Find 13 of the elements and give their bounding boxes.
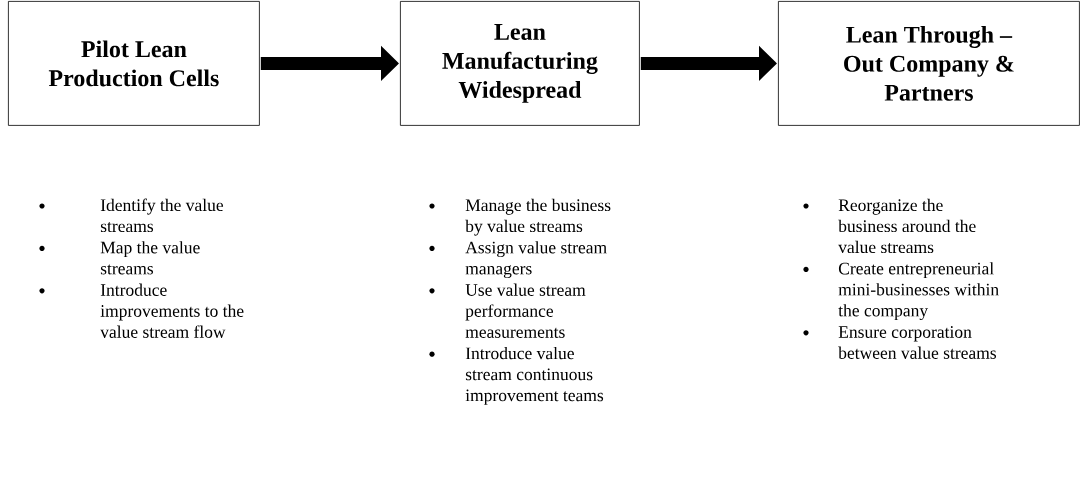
bullet-text: Identify the value streams xyxy=(100,198,224,233)
bullet-text: Introduce improvements to the value stream flow xyxy=(100,283,244,338)
bullet-text: Map the value streams xyxy=(100,241,200,275)
stage-box: Lean Through – Out Company & Partners xyxy=(778,1,1080,126)
bullet-text: Use value stream performance measurements xyxy=(465,283,586,338)
bullet-text: Manage the business by value streams xyxy=(465,198,611,236)
bullet-text: Assign value stream managers xyxy=(465,241,607,279)
bullet-text: Introduce value stream continuous improvement teams xyxy=(465,346,604,405)
stage-box: Lean Manufacturing Widespread xyxy=(400,1,640,126)
bullet-text: Reorganize the business around the value streams xyxy=(838,198,976,254)
bullet-text: Create entrepreneurial mini-businesses within the company xyxy=(838,262,999,321)
stage-box: Pilot Lean Production Cells xyxy=(8,1,260,126)
bullet-text: Ensure corporation between value streams xyxy=(838,326,996,359)
